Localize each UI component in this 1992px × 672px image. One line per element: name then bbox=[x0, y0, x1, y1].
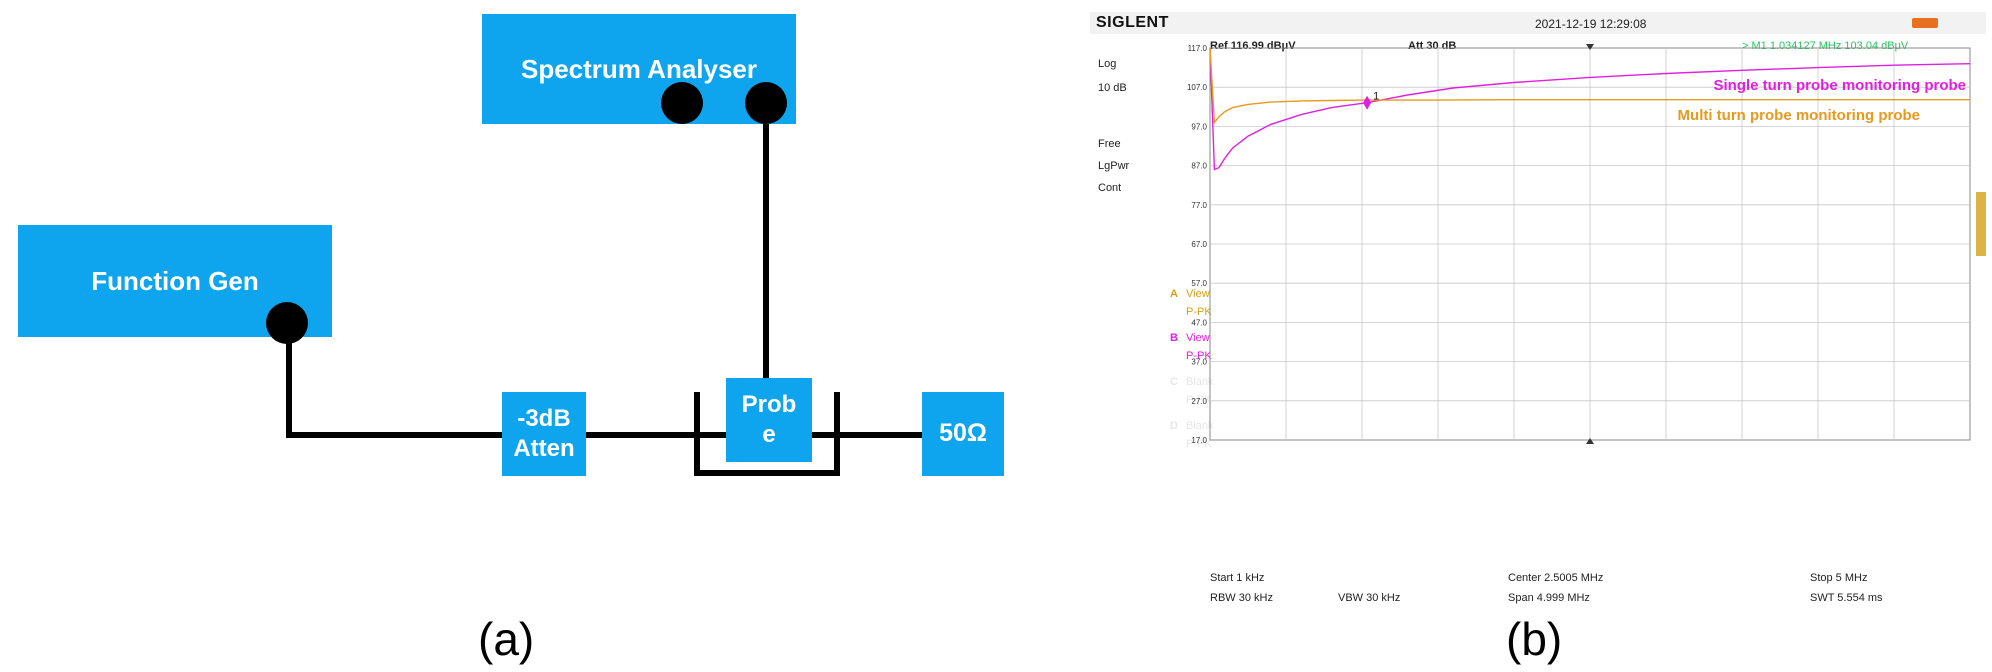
y-tick-label: 117.0 bbox=[1188, 44, 1208, 53]
y-tick-label: 47.0 bbox=[1191, 318, 1207, 327]
load-label: 50Ω bbox=[939, 419, 987, 448]
y-tick-label: 17.0 bbox=[1191, 436, 1207, 445]
rbw: RBW 30 kHz bbox=[1210, 592, 1273, 604]
trace-mode: P-PK bbox=[1186, 350, 1212, 362]
spectrum-plot: 117.0107.097.087.077.067.057.047.037.027… bbox=[1187, 44, 1971, 445]
y-tick-label: 57.0 bbox=[1191, 279, 1207, 288]
probe-block: Prob e bbox=[726, 378, 812, 462]
sa-port-1 bbox=[661, 82, 703, 124]
datetime: 2021-12-19 12:29:08 bbox=[1535, 17, 1647, 31]
series-line bbox=[1209, 47, 1970, 125]
y-tick-label: 87.0 bbox=[1191, 162, 1207, 171]
bracket-bottom bbox=[694, 470, 840, 476]
wire-probe-load bbox=[810, 432, 926, 438]
atten-label: -3dB Atten bbox=[513, 405, 575, 462]
span: Span 4.999 MHz bbox=[1508, 592, 1590, 604]
header-bar bbox=[1090, 12, 1986, 34]
trace-state: Blank bbox=[1186, 376, 1214, 388]
side-indicator bbox=[1976, 192, 1986, 256]
trace-letter: C bbox=[1170, 376, 1178, 388]
trace-letter: B bbox=[1170, 332, 1178, 344]
stop-freq: Stop 5 MHz bbox=[1810, 572, 1868, 584]
sweep-free: Free bbox=[1098, 138, 1121, 150]
trace-state: View bbox=[1186, 332, 1210, 344]
spectrum-analyser-screen: SIGLENT 2021-12-19 12:29:08 Ref 116.99 d… bbox=[1090, 12, 1986, 612]
brand-logo: SIGLENT bbox=[1096, 14, 1169, 31]
caption-b: (b) bbox=[1506, 613, 1563, 665]
spectrum-analyser-label: Spectrum Analyser bbox=[520, 53, 758, 84]
vbw: VBW 30 kHz bbox=[1338, 592, 1401, 604]
trace-mode: P-PK bbox=[1186, 438, 1212, 450]
atten-block: -3dB Atten bbox=[502, 392, 586, 476]
center-marker-top bbox=[1586, 44, 1594, 50]
detector-lgpwr: LgPwr bbox=[1098, 160, 1130, 172]
sweep-cont: Cont bbox=[1098, 182, 1122, 194]
bracket-left bbox=[694, 392, 700, 476]
series-label: Single turn probe monitoring probe bbox=[1714, 77, 1967, 94]
trace-letter: D bbox=[1170, 420, 1178, 432]
wire-sa-probe bbox=[763, 104, 769, 388]
wire-atten-probe bbox=[582, 432, 728, 438]
start-freq: Start 1 kHz bbox=[1210, 572, 1265, 584]
center-freq: Center 2.5005 MHz bbox=[1508, 572, 1604, 584]
series-label: Multi turn probe monitoring probe bbox=[1678, 107, 1920, 124]
y-tick-label: 37.0 bbox=[1191, 358, 1207, 367]
y-tick-label: 107.0 bbox=[1187, 83, 1208, 92]
scale-div: 10 dB bbox=[1098, 82, 1127, 94]
sa-port-2 bbox=[745, 82, 787, 124]
y-tick-label: 97.0 bbox=[1191, 122, 1207, 131]
battery-icon bbox=[1912, 18, 1938, 28]
trace-mode: P-PK bbox=[1186, 306, 1212, 318]
y-tick-label: 27.0 bbox=[1191, 397, 1207, 406]
sweep-time: SWT 5.554 ms bbox=[1810, 592, 1883, 604]
marker-label: 1 bbox=[1373, 91, 1379, 103]
ref-level: Ref 116.99 dBμV bbox=[1210, 40, 1296, 52]
y-tick-label: 77.0 bbox=[1191, 201, 1207, 210]
marker-diamond bbox=[1363, 95, 1372, 110]
wire-fg-atten bbox=[286, 432, 508, 438]
marker-readout: > M1 1.034127 MHz 103.04 dBμV bbox=[1742, 40, 1909, 52]
caption-a: (a) bbox=[478, 613, 535, 665]
trace-letter: A bbox=[1170, 288, 1178, 300]
trace-mode: P-PK bbox=[1186, 394, 1212, 406]
wire-fg-down bbox=[286, 320, 292, 438]
fg-port bbox=[266, 302, 308, 344]
att-level: Att 30 dB bbox=[1408, 40, 1457, 52]
trace-state: View bbox=[1186, 288, 1210, 300]
probe-label: Prob e bbox=[741, 391, 797, 448]
function-gen-label: Function Gen bbox=[91, 265, 259, 296]
center-marker-bottom bbox=[1586, 438, 1594, 444]
load-block: 50Ω bbox=[922, 392, 1004, 476]
y-tick-label: 67.0 bbox=[1191, 240, 1207, 249]
bracket-right bbox=[834, 392, 840, 476]
scale-type: Log bbox=[1098, 58, 1117, 70]
trace-state: Blank bbox=[1186, 420, 1214, 432]
spectrum-analyser-block: Spectrum Analyser bbox=[482, 14, 796, 124]
